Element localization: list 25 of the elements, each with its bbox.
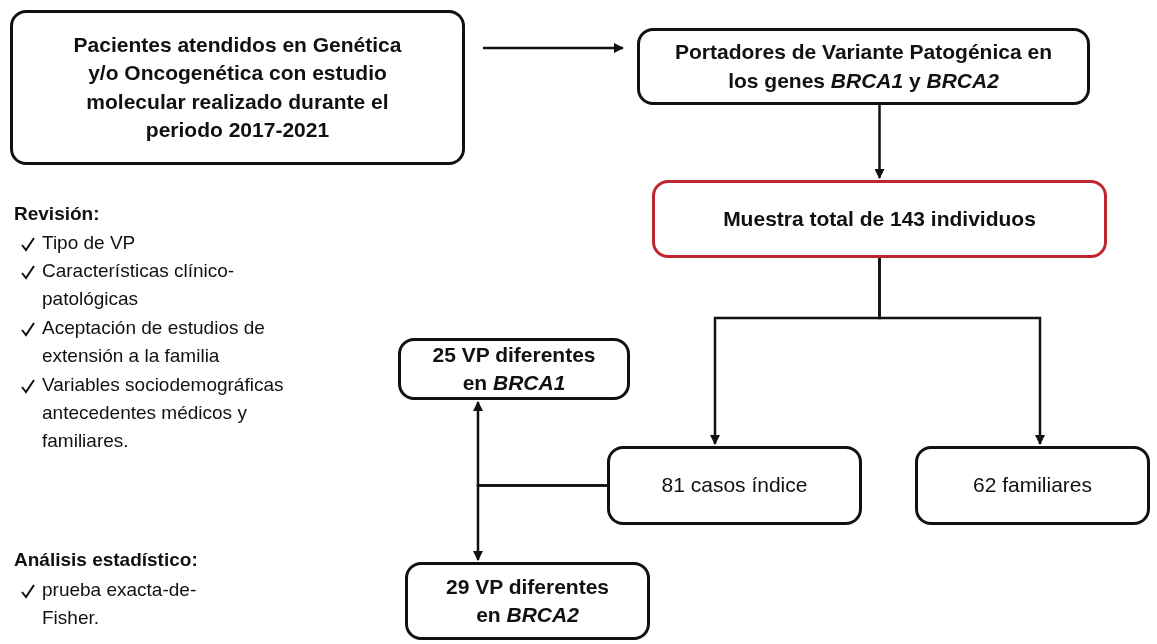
arrow [483,43,624,53]
list-item-text: Aceptación de estudios de extensión a la familia [42,316,266,368]
list-item-text: prueba exacta-de-Fisher. [42,578,198,630]
arrow [878,258,1045,445]
process-box [607,446,862,525]
box-text: 25 VP diferentes en BRCA1 [431,341,597,396]
arrow [874,105,885,179]
box-text: 62 familiares [972,472,1093,499]
process-box [405,562,650,640]
section-heading: Revisión: [14,202,101,226]
process-box [637,28,1090,105]
list-item-text: Tipo de VP [42,231,137,255]
box-text: Portadores de Variante Patogénica en los genes BRCA1 y BRCA2 [674,39,1053,94]
highlighted-box [652,180,1107,258]
arrow [473,484,607,561]
list-item-text: Características clínico-patológicas [42,259,236,311]
box-text: 81 casos índice [661,472,808,499]
list-item-text: Variables sociodemográficas antecedentes médicos y familiares. [42,373,285,453]
process-box [915,446,1150,525]
process-box [10,10,465,165]
section-heading: Análisis estadístico: [14,548,199,572]
process-box [398,338,630,400]
box-text: Pacientes atendidos en Genética y/o Oncogenética con estudio molecular realizado durante el periodo 2017-2021 [72,31,403,143]
box-text: 29 VP diferentes en BRCA2 [445,573,610,628]
box-text: Muestra total de 143 individuos [723,205,1036,232]
